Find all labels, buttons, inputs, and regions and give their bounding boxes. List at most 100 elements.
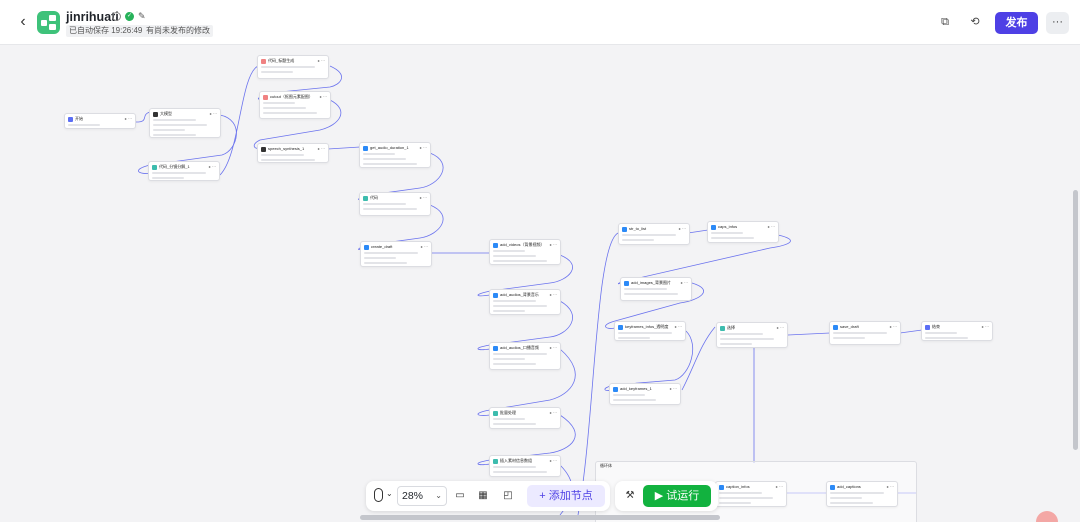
workflow-node[interactable]: caption_infos▸ ··· xyxy=(715,481,787,507)
node-field-line xyxy=(261,154,305,156)
workflow-node[interactable]: 选择▸ ··· xyxy=(716,322,788,348)
node-actions-icon[interactable]: ▸ ··· xyxy=(319,94,327,99)
assistant-avatar[interactable] xyxy=(1036,511,1058,522)
node-type-icon xyxy=(263,95,268,100)
node-actions-icon[interactable]: ▸ ··· xyxy=(549,345,557,350)
node-actions-icon[interactable]: ▸ ··· xyxy=(209,111,217,116)
node-field-line xyxy=(261,159,315,161)
node-actions-icon[interactable]: ▸ ··· xyxy=(549,292,557,297)
workflow-node[interactable]: add_videos（背景视频）▸ ··· xyxy=(489,239,561,265)
node-field-line xyxy=(624,293,678,295)
node-field-line xyxy=(363,158,407,160)
node-actions-icon[interactable]: ▸ ··· xyxy=(680,280,688,285)
edge xyxy=(477,254,573,297)
history-icon[interactable]: ⟲ xyxy=(970,16,980,28)
node-field-line xyxy=(830,492,884,494)
node-type-icon xyxy=(719,485,724,490)
comment-icon[interactable]: ▭ xyxy=(455,490,465,501)
workflow-node[interactable]: 代码▸ ··· xyxy=(359,192,431,216)
node-actions-icon[interactable]: ▸ ··· xyxy=(767,224,775,229)
workflow-node[interactable]: 插入素材信息数组▸ ··· xyxy=(489,455,561,477)
info-icon[interactable]: i xyxy=(112,12,121,21)
minimap-icon[interactable]: ◰ xyxy=(503,490,513,501)
edge xyxy=(687,229,709,234)
workflow-node[interactable]: add_images_背景图片▸ ··· xyxy=(620,277,692,301)
node-actions-icon[interactable]: ▸ ··· xyxy=(317,146,325,151)
workflow-node[interactable]: add_keyframes_1▸ ··· xyxy=(609,383,681,405)
back-icon[interactable]: ‹ xyxy=(20,13,26,30)
zoom-select[interactable]: 28% ⌄ xyxy=(397,486,447,506)
node-type-icon xyxy=(493,411,498,416)
edge xyxy=(604,330,694,391)
node-field-line xyxy=(263,112,317,114)
node-actions-icon[interactable]: ▸ ··· xyxy=(124,116,132,121)
node-actions-icon[interactable]: ▸ ··· xyxy=(775,484,783,489)
workflow-node[interactable]: 代码_标题生成▸ ··· xyxy=(257,55,329,79)
node-actions-icon[interactable]: ▸ ··· xyxy=(669,386,677,391)
node-title: speech_synthesis_1 xyxy=(268,146,305,151)
node-type-icon xyxy=(152,165,157,170)
test-run-button[interactable]: ▶ 试运行 xyxy=(643,485,711,507)
node-title: 开始 xyxy=(75,116,83,121)
node-field-line xyxy=(711,232,744,234)
workflow-node[interactable]: 批量处理▸ ··· xyxy=(489,407,561,429)
workflow-node[interactable]: keyframes_infos_透明度 ▸ ··· xyxy=(614,321,686,341)
node-field-line xyxy=(493,260,547,262)
node-title: add_audios_背景音乐 xyxy=(500,292,539,297)
workflow-node[interactable]: save_draft▸ ··· xyxy=(829,321,901,345)
horizontal-scrollbar[interactable] xyxy=(360,515,720,520)
layout-icon[interactable]: ▦ xyxy=(478,490,488,501)
debug-icon[interactable]: ⚒ xyxy=(625,490,635,501)
node-type-icon xyxy=(624,281,629,286)
node-actions-icon[interactable]: ▸ ··· xyxy=(776,325,784,330)
workflow-canvas[interactable]: 循环体 开始▸ ···大模型▸ ···代码_标题生成▸ ···cutout（抠图… xyxy=(0,45,1080,522)
node-actions-icon[interactable]: ▸ ··· xyxy=(419,145,427,150)
edge xyxy=(477,300,573,351)
node-field-line xyxy=(263,107,307,109)
workflow-node[interactable]: caps_infos▸ ··· xyxy=(707,221,779,243)
workflow-node[interactable]: speech_synthesis_1 ▸ ··· xyxy=(257,143,329,163)
node-actions-icon[interactable]: ▸ ··· xyxy=(889,324,897,329)
copy-icon[interactable]: ⧉ xyxy=(941,16,949,28)
node-field-line xyxy=(720,333,764,335)
publish-button[interactable]: 发布 xyxy=(995,12,1038,34)
workflow-node[interactable]: add_audios_背景音乐 ▸ ··· xyxy=(489,289,561,315)
workflow-node[interactable]: 开始 ▸ ··· xyxy=(64,113,136,129)
workflow-node[interactable]: 结束▸ ··· xyxy=(921,321,993,341)
node-actions-icon[interactable]: ▸ ··· xyxy=(981,324,989,329)
node-actions-icon[interactable]: ▸ ··· xyxy=(317,58,325,63)
node-type-icon xyxy=(153,112,158,117)
add-node-button[interactable]: + 添加节点 xyxy=(527,485,605,507)
workflow-node[interactable]: get_audio_duration_1▸ ··· xyxy=(359,142,431,168)
workflow-node[interactable]: cutout（抠图元素配图）▸ ··· xyxy=(259,91,331,119)
vertical-scrollbar[interactable] xyxy=(1073,190,1078,450)
edit-icon[interactable]: ✎ xyxy=(138,11,146,21)
edge xyxy=(219,65,259,176)
node-title: keyframes_infos_透明度 xyxy=(625,324,669,329)
node-field-line xyxy=(720,343,753,345)
node-actions-icon[interactable]: ▸ ··· xyxy=(674,324,682,329)
workflow-node[interactable]: 代码_分镜分解_1▸ ··· xyxy=(148,161,220,181)
node-field-line xyxy=(493,466,537,468)
workflow-node[interactable]: add_captions▸ ··· xyxy=(826,481,898,507)
node-actions-icon[interactable]: ▸ ··· xyxy=(678,226,686,231)
workflow-node[interactable]: add_audios_口播音频▸ ··· xyxy=(489,342,561,370)
node-actions-icon[interactable]: ▸ ··· xyxy=(549,410,557,415)
node-field-line xyxy=(68,124,101,126)
node-field-line xyxy=(711,237,755,239)
chevron-down-icon[interactable]: ⌄ xyxy=(386,489,393,498)
node-actions-icon[interactable]: ▸ ··· xyxy=(549,458,557,463)
node-actions-icon[interactable]: ▸ ··· xyxy=(208,164,216,169)
node-actions-icon[interactable]: ▸ ··· xyxy=(420,244,428,249)
mouse-mode-icon[interactable] xyxy=(374,488,383,502)
workflow-node[interactable]: create_draft▸ ··· xyxy=(360,241,432,267)
more-button[interactable]: ··· xyxy=(1046,12,1069,34)
app-title: jinrihuati xyxy=(66,10,119,24)
workflow-node[interactable]: str_to_list▸ ··· xyxy=(618,223,690,245)
workflow-node[interactable]: 大模型▸ ··· xyxy=(149,108,221,138)
node-type-icon xyxy=(363,146,368,151)
node-actions-icon[interactable]: ▸ ··· xyxy=(419,195,427,200)
node-actions-icon[interactable]: ▸ ··· xyxy=(886,484,894,489)
node-type-icon xyxy=(68,117,73,122)
node-actions-icon[interactable]: ▸ ··· xyxy=(549,242,557,247)
